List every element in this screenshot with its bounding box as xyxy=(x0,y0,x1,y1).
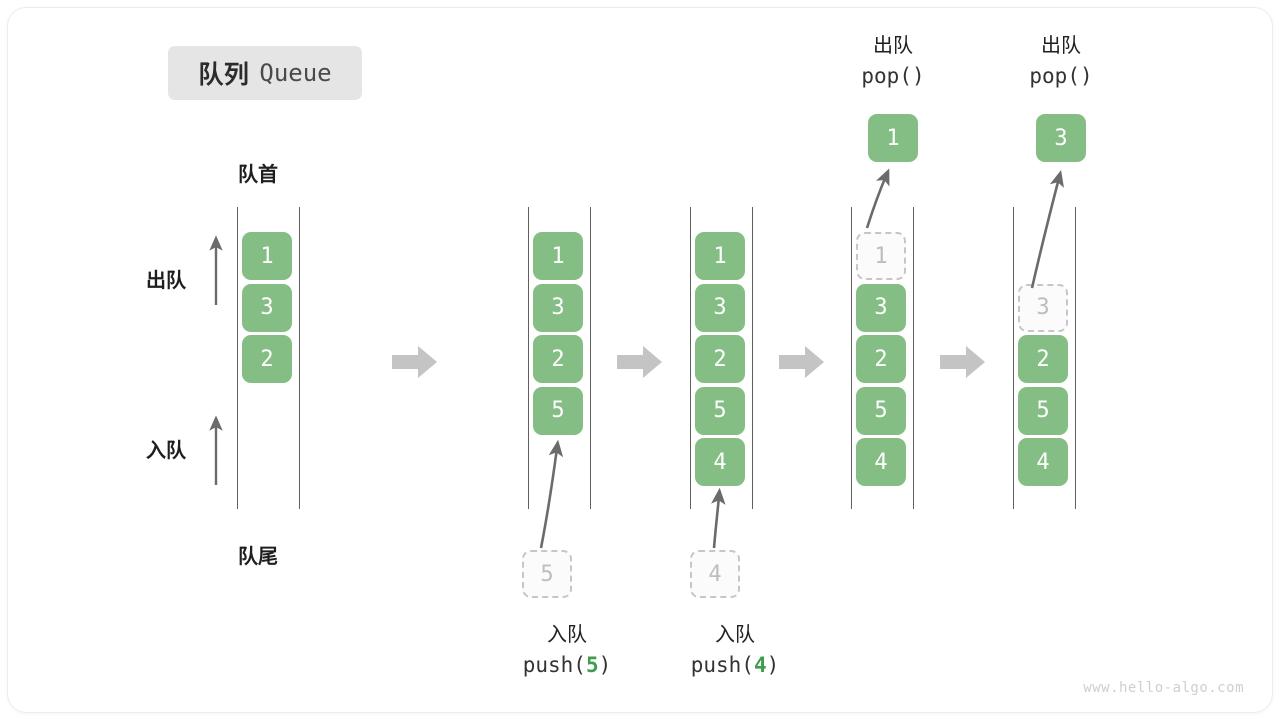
queue-tail-label: 队尾 xyxy=(238,546,278,568)
operation-label-push-5: 入队 push(5) xyxy=(477,621,657,680)
queue-rail-left xyxy=(690,207,691,509)
queue-rail-right xyxy=(590,207,591,509)
enqueue-direction-label: 入队 xyxy=(146,440,186,462)
operation-name-cn: 入队 xyxy=(547,624,587,646)
queue-element-filled-1: 1 xyxy=(242,232,292,280)
queue-element-filled-2: 2 xyxy=(856,335,906,383)
transition-arrow-icon xyxy=(779,345,825,379)
queue-rail-left xyxy=(1013,207,1014,509)
queue-element-filled-2: 2 xyxy=(533,335,583,383)
queue-element-filled-5: 5 xyxy=(533,386,583,435)
operation-argument: 5 xyxy=(585,653,599,677)
pending-element-5: 5 xyxy=(522,550,572,598)
queue-element-filled-2: 2 xyxy=(695,335,745,383)
queue-element-filled-4: 4 xyxy=(856,438,906,486)
operation-label-push-4: 入队 push(4) xyxy=(645,621,825,680)
queue-element-filled-4: 4 xyxy=(1018,438,1068,486)
queue-element-filled-2: 2 xyxy=(1018,335,1068,383)
queue-rail-right xyxy=(752,207,753,509)
queue-rail-left xyxy=(528,207,529,509)
title-english: Queue xyxy=(259,59,332,87)
diagram-title-badge: 队列 Queue xyxy=(168,46,362,100)
operation-code: push(5) xyxy=(522,653,612,677)
operation-label-pop-3: 出队 pop() xyxy=(971,32,1151,91)
operation-code: pop() xyxy=(861,64,925,88)
queue-element-filled-3: 3 xyxy=(695,283,745,332)
queue-element-filled-1: 1 xyxy=(533,232,583,280)
queue-element-filled-5: 5 xyxy=(695,386,745,435)
transition-arrow-icon xyxy=(392,345,438,379)
operation-name-cn: 出队 xyxy=(873,35,913,57)
queue-element-filled-3: 3 xyxy=(242,283,292,332)
queue-element-filled-3: 3 xyxy=(856,283,906,332)
queue-rail-right xyxy=(299,207,300,509)
queue-element-filled-4: 4 xyxy=(695,438,745,486)
operation-label-pop-1: 出队 pop() xyxy=(803,32,983,91)
queue-element-filled-5: 5 xyxy=(1018,386,1068,435)
dequeue-direction-label: 出队 xyxy=(146,270,186,292)
queue-element-ghost-3: 3 xyxy=(1018,283,1068,332)
queue-element-filled-3: 3 xyxy=(533,283,583,332)
queue-rail-right xyxy=(1075,207,1076,509)
queue-element-ghost-1: 1 xyxy=(856,232,906,280)
pending-element-4: 4 xyxy=(690,550,740,598)
queue-rail-right xyxy=(913,207,914,509)
operation-code: push(4) xyxy=(690,653,780,677)
operation-argument: 4 xyxy=(753,653,767,677)
queue-element-filled-2: 2 xyxy=(242,335,292,383)
queue-element-filled-1: 1 xyxy=(695,232,745,280)
queue-rail-left xyxy=(851,207,852,509)
queue-element-filled-5: 5 xyxy=(856,386,906,435)
operation-name-cn: 出队 xyxy=(1041,35,1081,57)
title-chinese: 队列 xyxy=(198,61,250,89)
operation-name-cn: 入队 xyxy=(715,624,755,646)
transition-arrow-icon xyxy=(617,345,663,379)
operation-code: pop() xyxy=(1029,64,1093,88)
transition-arrow-icon xyxy=(940,345,986,379)
popped-element-3: 3 xyxy=(1036,114,1086,162)
popped-element-1: 1 xyxy=(868,114,918,162)
watermark: www.hello-algo.com xyxy=(1083,680,1244,696)
queue-head-label: 队首 xyxy=(238,164,278,186)
queue-rail-left xyxy=(237,207,238,509)
